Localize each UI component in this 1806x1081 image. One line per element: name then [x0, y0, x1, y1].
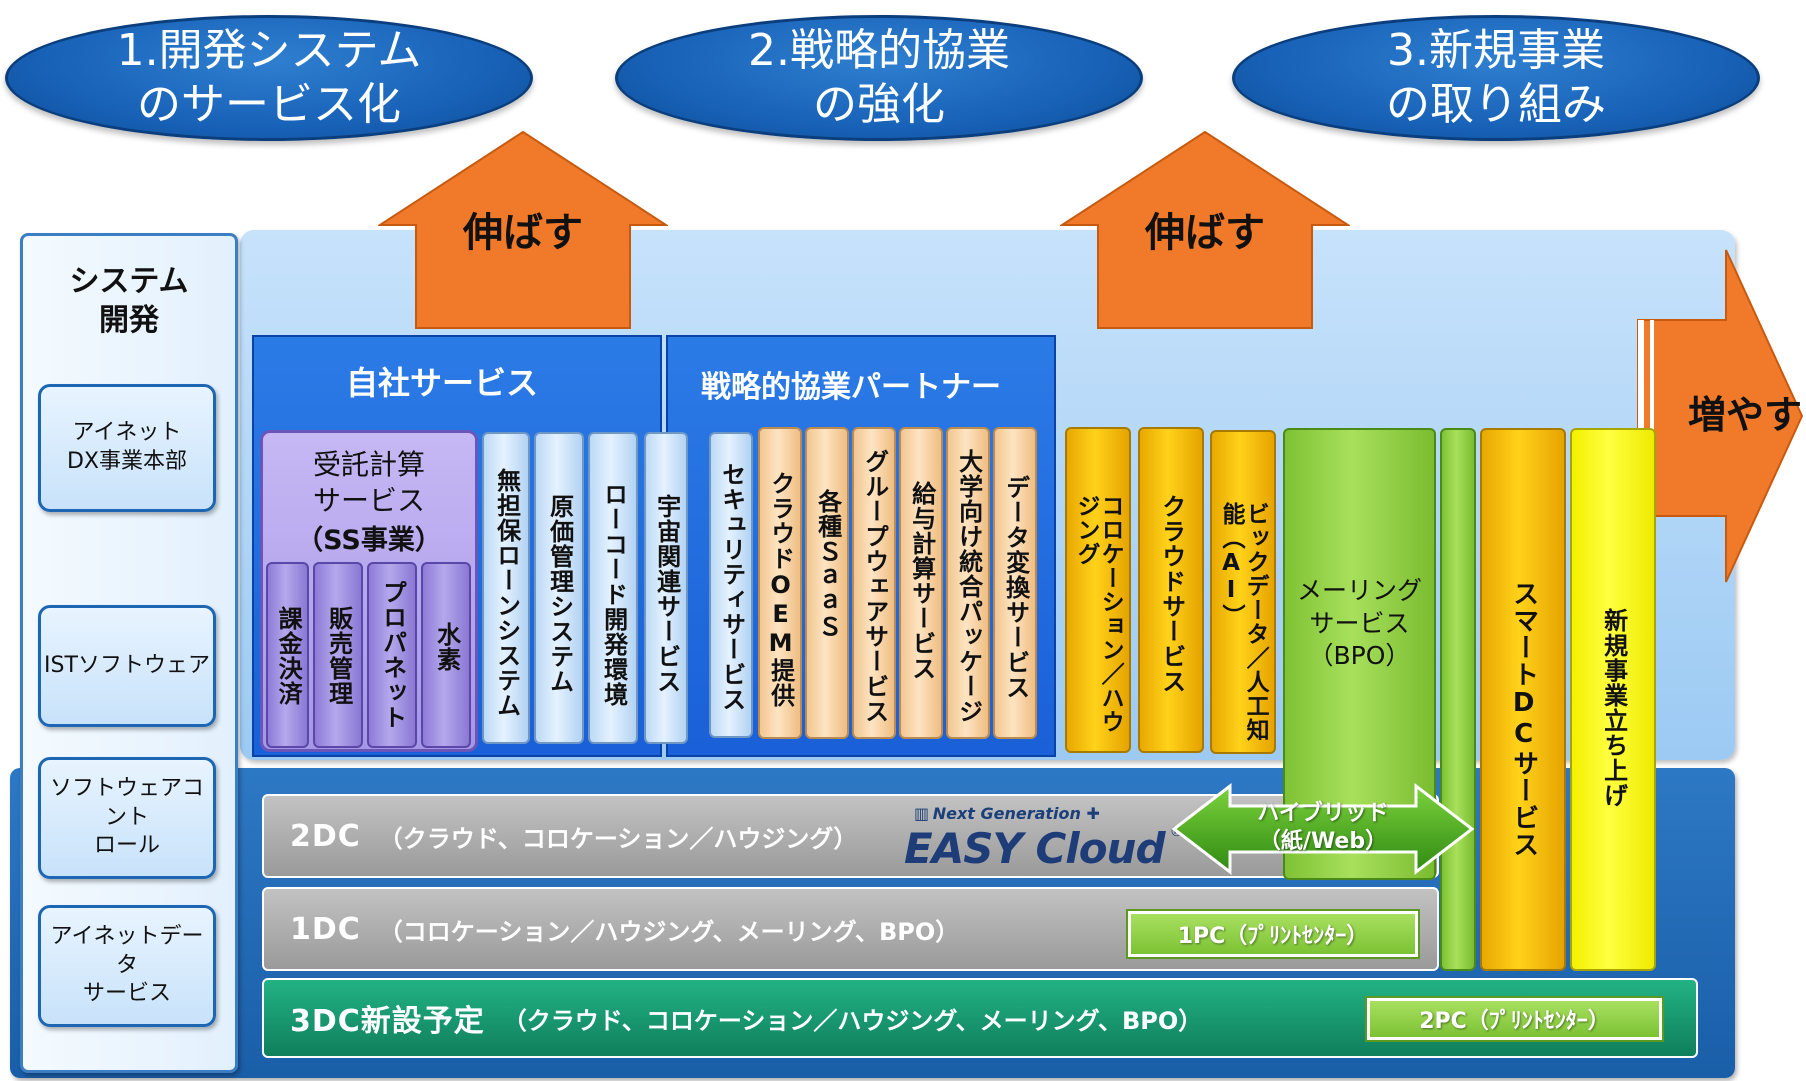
right-arrow-label: 増やす	[1688, 393, 1803, 437]
up-arrow-2-label: 伸ばす	[1145, 210, 1265, 256]
dc-col-colocation: コロケーション／ハウジング	[1065, 427, 1131, 753]
own-col-cost-mgmt: 原価管理システム	[534, 432, 584, 744]
partner-col-university: 大学向け統合パッケージ	[946, 427, 990, 739]
print-center-2pc: 2PC（ﾌﾟﾘﾝﾄｾﾝﾀｰ）	[1365, 996, 1664, 1042]
hybrid-double-arrow	[1172, 782, 1474, 876]
green-connector-column	[1440, 428, 1476, 971]
mailing-service-label: メーリング サービス （BPO）	[1296, 576, 1422, 670]
easy-cloud-tag-text: Next Generation	[932, 804, 1081, 823]
new-business-column: 新規事業立ち上げ	[1570, 428, 1656, 971]
sidebar-item-ist-software: ISTソフトウェア	[38, 605, 216, 727]
dc-bar-2dc-sub: （クラウド、コロケーション／ハウジング）	[378, 824, 858, 853]
dc-col-cloud: クラウドサービス	[1138, 427, 1204, 753]
hybrid-label: ハイブリッド （紙/Web）	[1257, 801, 1389, 854]
partner-col-payroll: 給与計算サービス	[899, 427, 943, 739]
ss-title: 受託計算 サービス	[312, 448, 425, 517]
easy-cloud-name-wrap: EASY Cloud ®	[904, 824, 1184, 873]
print-center-1pc: 1PC（ﾌﾟﾘﾝﾄｾﾝﾀｰ）	[1126, 909, 1420, 959]
sidebar-item-software-control: ソフトウェアコント ロール	[38, 757, 216, 879]
up-arrow-2	[1060, 130, 1350, 329]
own-services-header: 自社サービス	[345, 364, 538, 402]
partner-col-cloud-oem: クラウドOEM提供	[758, 427, 802, 739]
goal-ellipse-1: 1.開発システム のサービス化	[5, 15, 533, 141]
easy-cloud-name: EASY Cloud	[904, 824, 1166, 873]
partner-col-groupware: グループウェアサービス	[852, 427, 896, 739]
smart-dc-column: スマートDCサービス	[1480, 428, 1566, 971]
goal-text-3: 3.新規事業 の取り組み	[1386, 25, 1606, 130]
partner-col-saas: 各種ＳａａＳ	[805, 427, 849, 739]
dc-bar-3dc: 3DC新設予定 （クラウド、コロケーション／ハウジング、メーリング、BPO）	[262, 978, 1698, 1058]
ss-item-propanet: プロパネット	[367, 562, 417, 748]
dc-bar-3dc-main: 3DC新設予定	[290, 1004, 485, 1039]
goal-text-1: 1.開発システム のサービス化	[116, 25, 422, 130]
dc-bar-1dc-main: 1DC	[290, 911, 361, 947]
easy-cloud-logo: ▥ Next Generation ✚ EASY Cloud ®	[902, 800, 1184, 878]
own-col-unsecured-loan: 無担保ローンシステム	[482, 432, 530, 744]
dc-col-bigdata-ai: ビックデータ／人工知能（AI）	[1210, 430, 1276, 754]
own-col-lowcode: ローコード開発環境	[588, 432, 638, 744]
sidebar-item-inet-dx: アイネット DX事業本部	[38, 384, 216, 512]
dc-bar-2dc-main: 2DC	[290, 818, 361, 854]
next-generation-plus-icon: ✚	[1086, 804, 1100, 823]
own-col-space: 宇宙関連サービス	[644, 432, 688, 744]
partners-header: 戦略的協業パートナー	[701, 370, 1001, 405]
up-arrow-1-label: 伸ばす	[463, 210, 583, 256]
sidebar-title: システム 開発	[69, 264, 189, 338]
sidebar-item-inet-data: アイネットデータ サービス	[38, 905, 216, 1027]
next-generation-mark-icon: ▥	[914, 804, 929, 823]
up-arrow-1	[378, 130, 668, 329]
dc-bar-3dc-sub: （クラウド、コロケーション／ハウジング、メーリング、BPO）	[502, 1006, 1203, 1035]
easy-cloud-tag: ▥ Next Generation ✚	[914, 804, 1100, 823]
ss-item-hydrogen: 水素	[421, 562, 471, 748]
goal-text-2: 2.戦略的協業 の強化	[748, 25, 1010, 130]
dc-bar-2dc: 2DC （クラウド、コロケーション／ハウジング）	[262, 794, 1439, 878]
goal-ellipse-3: 3.新規事業 の取り組み	[1232, 15, 1760, 141]
ss-subtitle: （SS事業）	[296, 525, 442, 556]
ss-item-sales-mgmt: 販売管理	[313, 562, 363, 748]
goal-ellipse-2: 2.戦略的協業 の強化	[615, 15, 1143, 141]
partner-col-data-conversion: データ変換サービス	[993, 427, 1037, 739]
dc-bar-1dc-sub: （コロケーション／ハウジング、メーリング、BPO）	[378, 917, 960, 946]
partner-col-security: セキュリティサービス	[709, 432, 753, 738]
ss-item-billing: 課金決済	[266, 562, 309, 748]
